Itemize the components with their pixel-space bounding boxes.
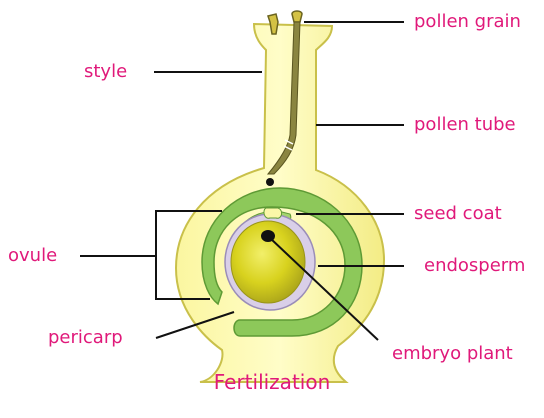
figure-caption: Fertilization (0, 372, 544, 392)
micropyle (264, 208, 282, 218)
label-ovule: ovule (8, 247, 57, 265)
pollen-grain-right (292, 11, 302, 22)
label-endosperm: endosperm (424, 257, 525, 275)
label-pericarp: pericarp (48, 329, 123, 347)
label-pollen-tube: pollen tube (414, 116, 516, 134)
label-style: style (84, 63, 127, 81)
label-embryo-plant: embryo plant (392, 345, 513, 363)
label-seed-coat: seed coat (414, 205, 502, 223)
label-pollen-grain: pollen grain (414, 13, 521, 31)
sperm-nucleus (266, 178, 274, 186)
